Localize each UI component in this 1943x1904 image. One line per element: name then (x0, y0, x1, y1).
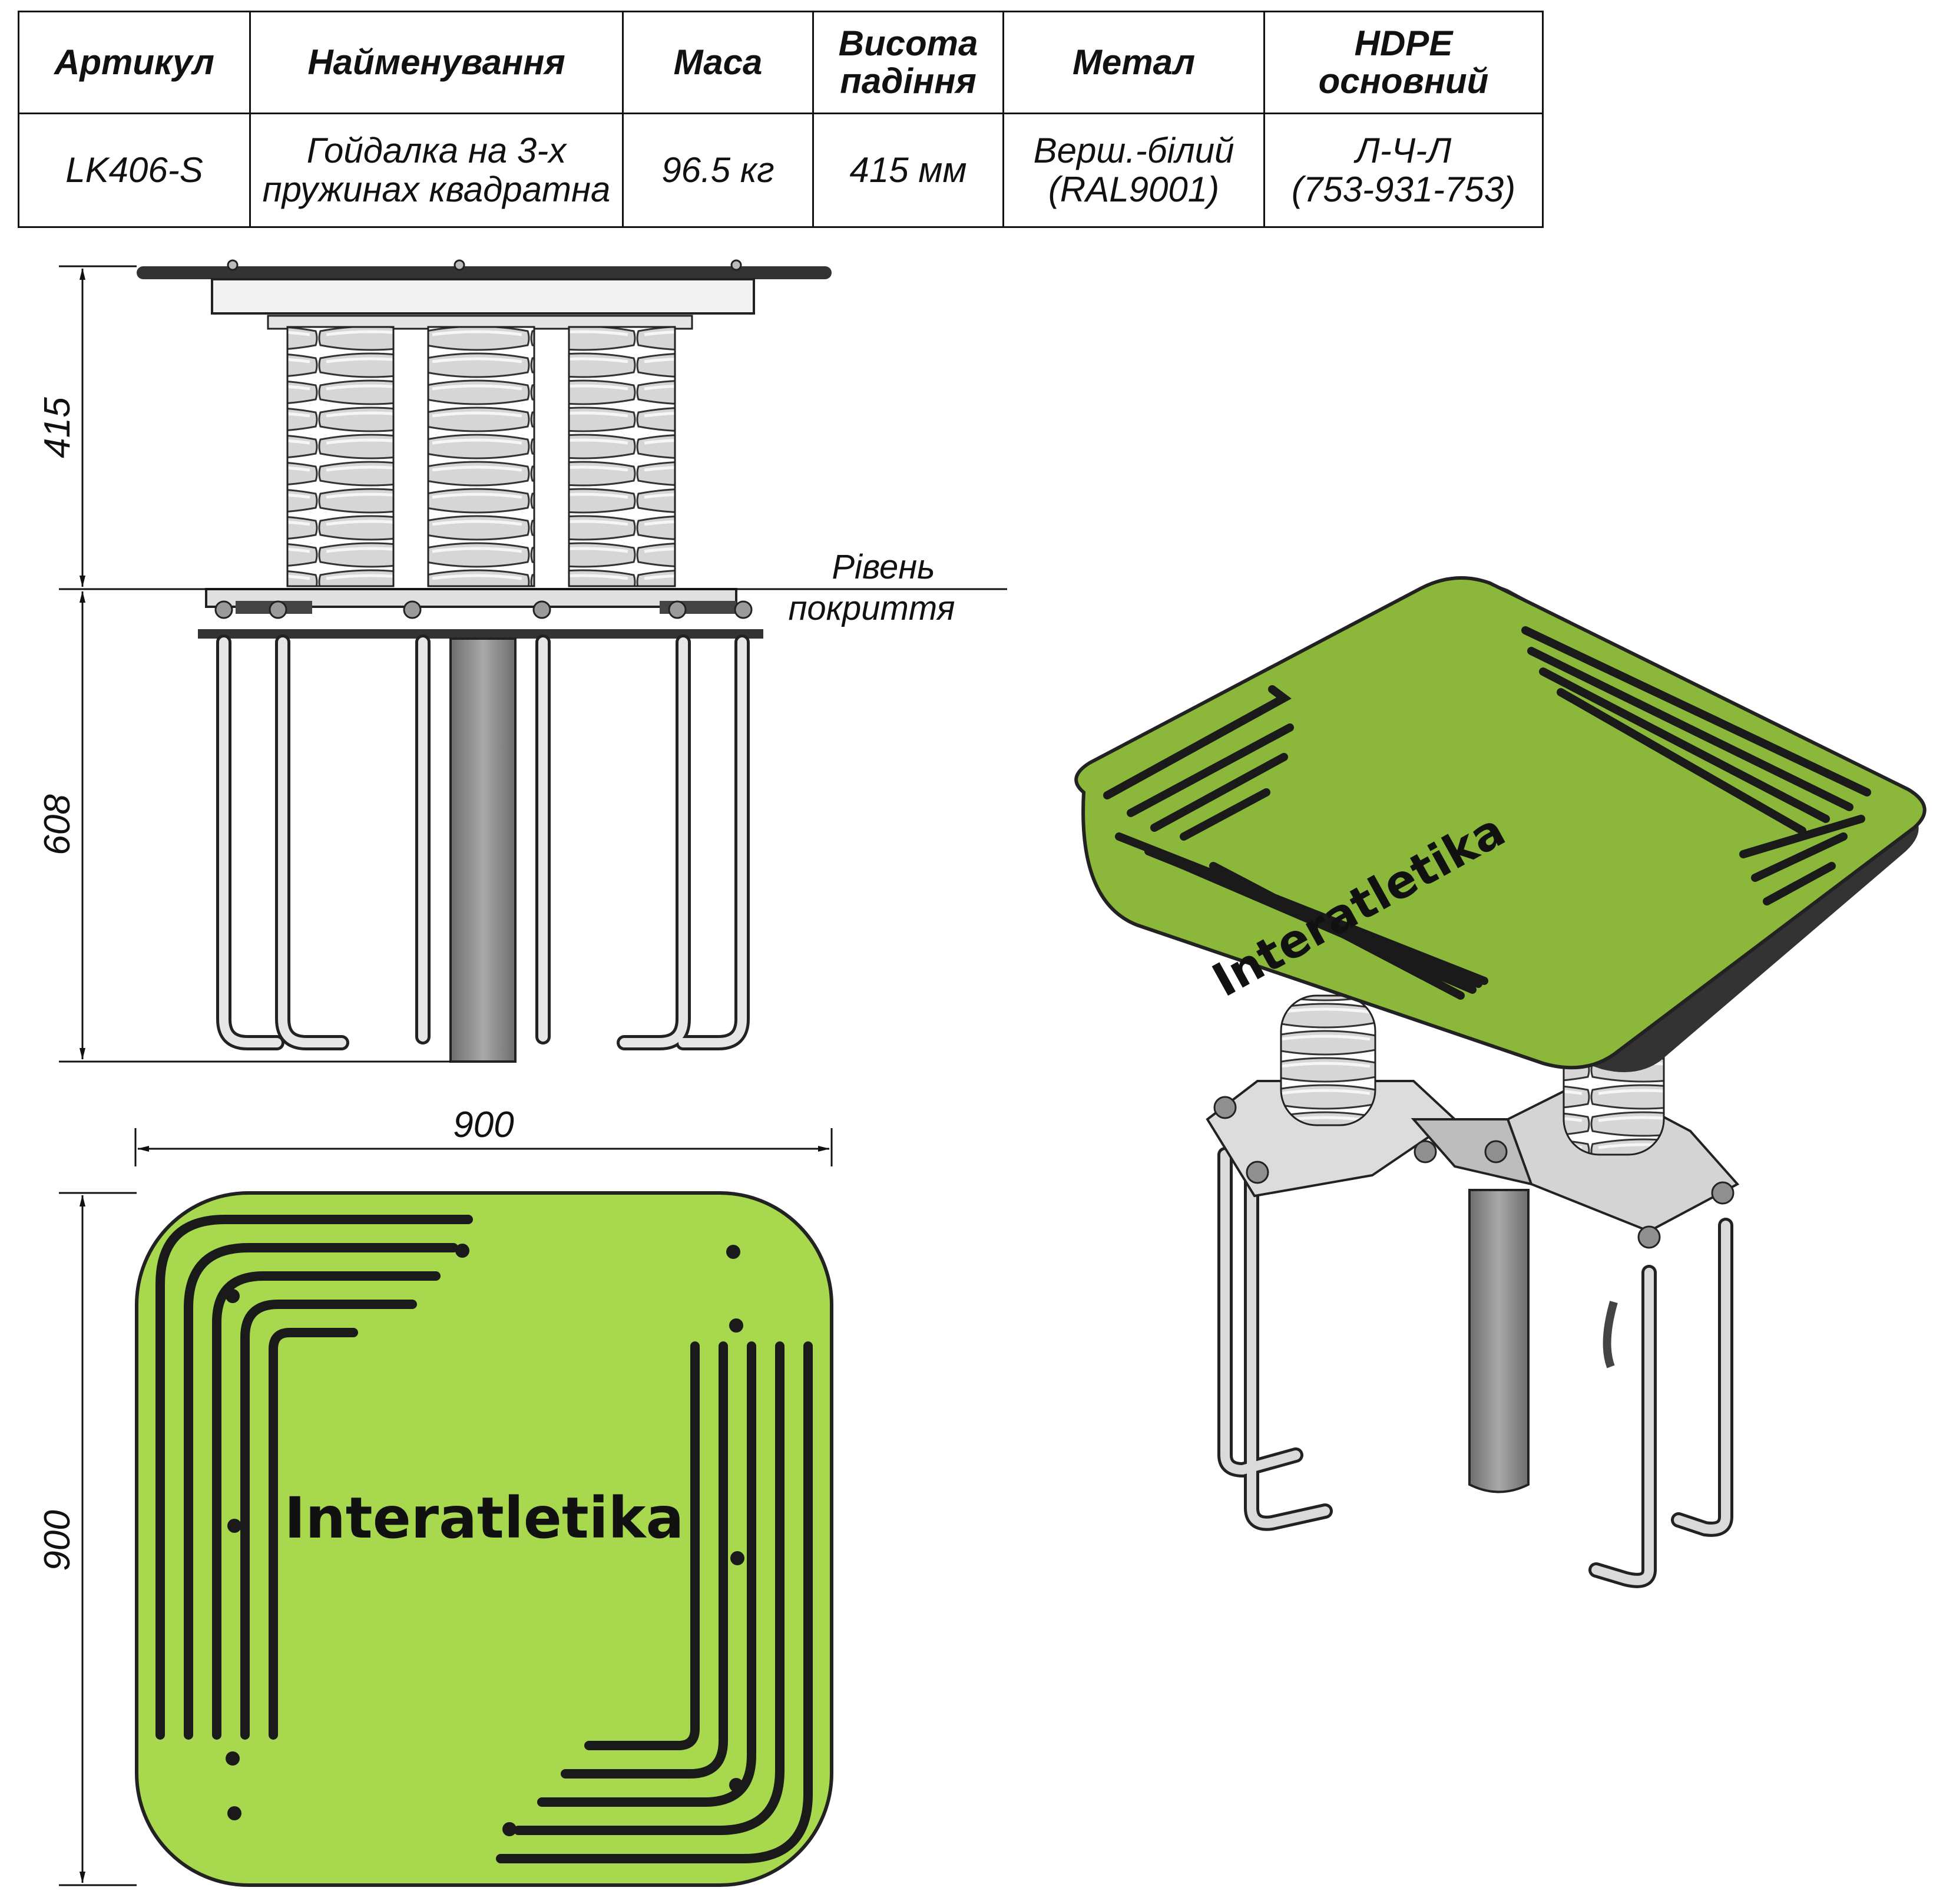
seat-top-view (135, 1191, 833, 1887)
seat-plate-side (137, 266, 832, 279)
grooves-bottom-right (496, 1341, 813, 1863)
dim-900-width: 900 (453, 1105, 514, 1145)
iso-bolts (1213, 1096, 1735, 1249)
level-label-line1: Рівень (832, 548, 935, 586)
spring-right (568, 326, 676, 587)
spring-left (286, 326, 395, 587)
spring-middle (427, 326, 535, 587)
header-metal: Метал (1002, 11, 1265, 114)
isometric-view: Interatletika (1074, 576, 1927, 1588)
cell-metal: Верш.-білий(RAL9001) (1002, 113, 1265, 228)
central-post (449, 637, 517, 1063)
iso-grooves (1103, 626, 1871, 1000)
dim-415: 415 (37, 397, 78, 458)
iso-spring-left (1280, 994, 1376, 1126)
dimension-lines (59, 265, 1007, 1886)
header-mass: Маса (622, 11, 814, 114)
grooves-top-left (155, 1215, 473, 1740)
seat-frame-side (211, 278, 755, 315)
side-view (137, 259, 832, 1063)
anchor-plate (198, 629, 763, 639)
iso-post (1468, 1189, 1530, 1493)
top-view: Interatletika (135, 1191, 833, 1887)
header-name: Найменування (249, 11, 624, 114)
level-label-line2: покриття (788, 589, 955, 627)
cell-fall-height: 415 мм (812, 113, 1004, 228)
mount-holes-top (226, 1244, 744, 1836)
cell-article: LK406-S (18, 113, 251, 228)
iso-rod-back (1603, 1301, 1618, 1368)
header-article: Артикул (18, 11, 251, 114)
brand-logo-top: Interatletika (284, 1485, 684, 1551)
dim-900-height: 900 (37, 1510, 78, 1571)
dim-608: 608 (37, 794, 78, 855)
cell-mass: 96.5 кг (622, 113, 814, 228)
cell-hdpe: Л-Ч-Л(753-931-753) (1263, 113, 1544, 228)
